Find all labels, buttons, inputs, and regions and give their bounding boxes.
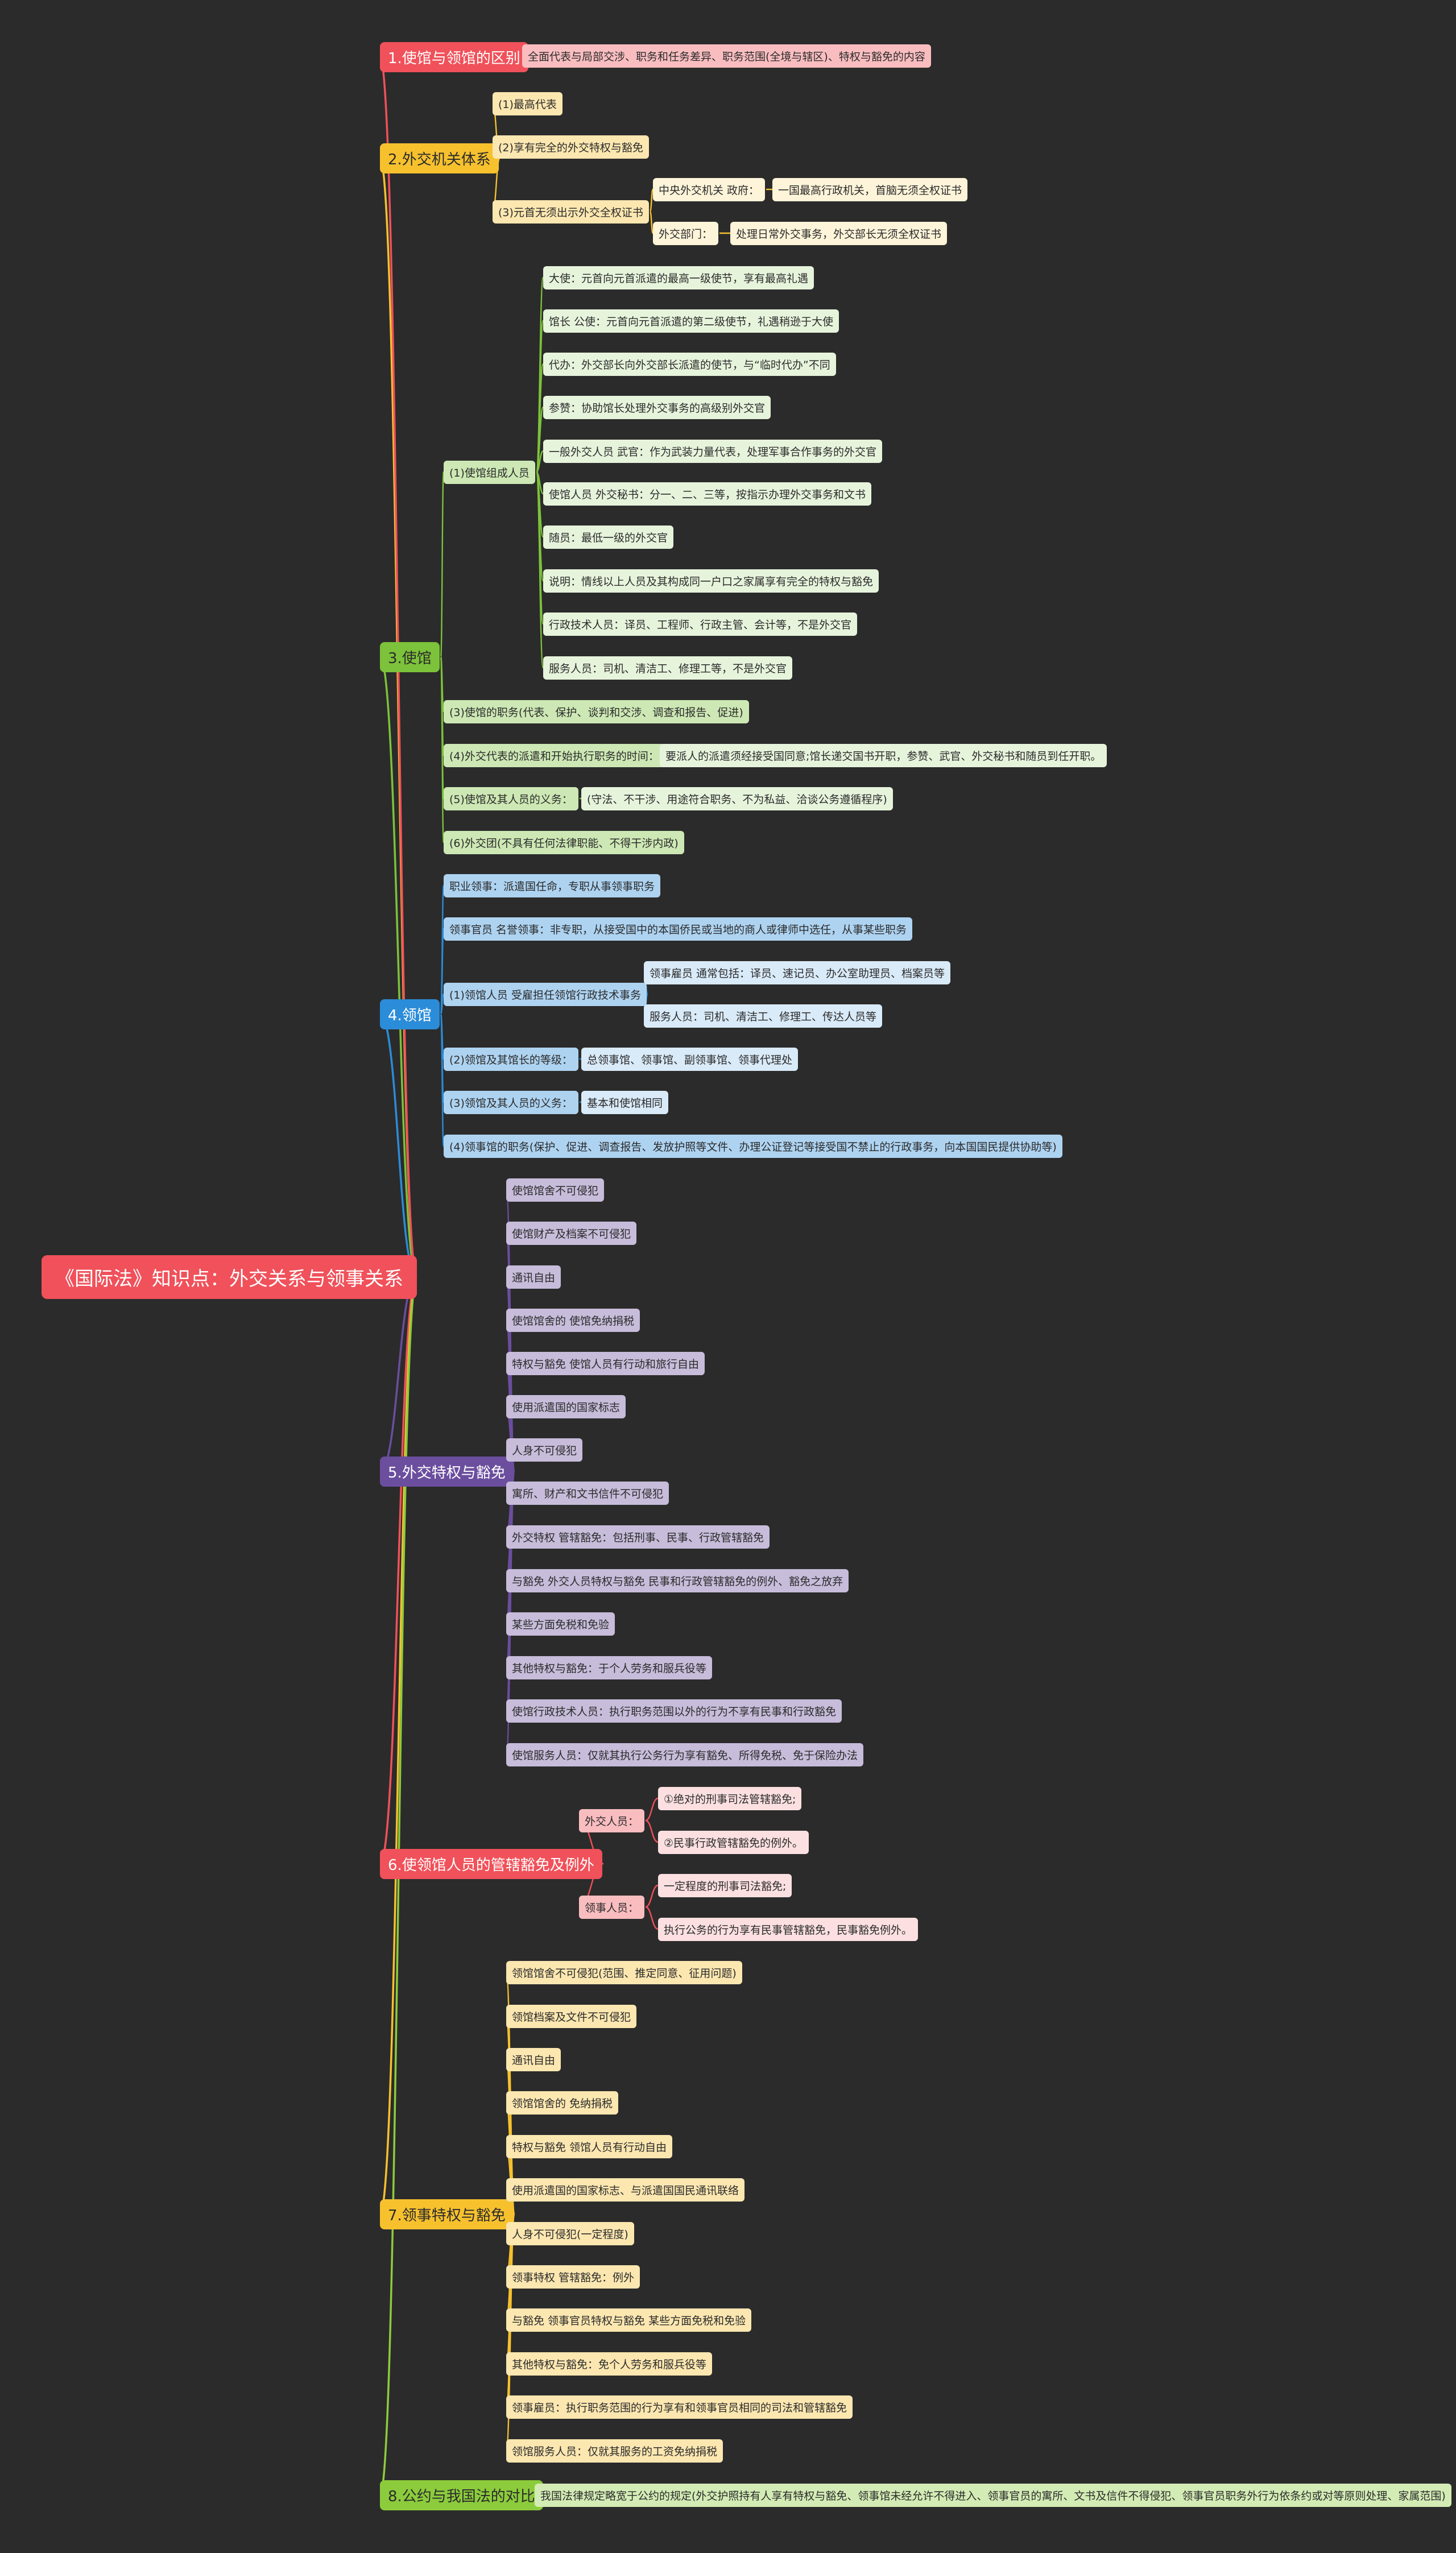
subtopic[interactable]: 外交特权 管辖豁免：包括刑事、民事、行政管辖豁免	[506, 1525, 770, 1549]
subtopic[interactable]: (1)最高代表	[493, 92, 562, 115]
detail-topic[interactable]: 中央外交机关 政府：	[653, 177, 766, 201]
root-topic[interactable]: 《国际法》知识点：外交关系与领事关系	[42, 1255, 417, 1299]
subtopic[interactable]: 其他特权与豁免：免个人劳务和服兵役等	[506, 2352, 713, 2376]
connector-line	[649, 210, 654, 234]
connector-line	[379, 1276, 418, 1865]
connector-line	[535, 471, 544, 669]
detail-topic[interactable]: 服务人员：司机、清洁工、修理工、传达人员等	[644, 1004, 883, 1028]
subtopic[interactable]: 领事人员：	[579, 1895, 645, 1919]
main-topic[interactable]: 4.领馆	[380, 999, 440, 1029]
subtopic[interactable]: 与豁免 外交人员特权与豁免 民事和行政管辖豁免的例外、豁免之放弃	[506, 1569, 849, 1592]
connector-line	[535, 450, 544, 473]
subtopic[interactable]: 使馆行政技术人员：执行职务范围以外的行为不享有民事和行政豁免	[506, 1699, 842, 1723]
detail-topic[interactable]: 基本和使馆相同	[581, 1090, 669, 1114]
subtopic[interactable]: (1)领馆人员 受雇担任领馆行政技术事务	[444, 982, 647, 1006]
subtopic[interactable]: 全面代表与局部交涉、职务和任务差异、职务范围(全境与辖区)、特权与豁免的内容	[522, 44, 931, 68]
subtopic[interactable]: 寓所、财产和文书信件不可侵犯	[506, 1481, 669, 1505]
subtopic[interactable]: 领馆馆舍不可侵犯(范围、推定同意、征用问题)	[506, 1960, 742, 1984]
subtopic[interactable]: 职业领事：派遣国任命，专职从事领事职务	[444, 874, 661, 897]
connector-line	[645, 1884, 659, 1908]
connector-line	[440, 1013, 445, 1147]
subtopic[interactable]: 领事特权 管辖豁免：例外	[506, 2265, 640, 2289]
subtopic[interactable]: 使用派遣国的国家标志	[506, 1395, 626, 1418]
subtopic[interactable]: (6)外交团(不具有任何法律职能、不得干涉内政)	[444, 830, 684, 854]
subtopic[interactable]: 人身不可侵犯(一定程度)	[506, 2221, 634, 2245]
main-topic[interactable]: 5.外交特权与豁免	[380, 1456, 514, 1487]
detail-topic[interactable]: 总领事馆、领事馆、副领事馆、领事代理处	[581, 1047, 799, 1071]
subtopic[interactable]: (3)使馆的职务(代表、保护、谈判和交涉、调查和报告、促进)	[444, 700, 749, 723]
subtopic[interactable]: 我国法律规定略宽于公约的规定(外交护照持有人享有特权与豁免、领事馆未经允许不得进…	[535, 2483, 1451, 2507]
connector-line	[649, 188, 654, 213]
connector-line	[440, 471, 445, 658]
detail-topic[interactable]: 随员：最低一级的外交官	[543, 525, 674, 549]
subtopic[interactable]: 某些方面免税和免验	[506, 1612, 615, 1636]
subtopic[interactable]: 领馆服务人员：仅就其服务的工资免纳捐税	[506, 2439, 723, 2463]
detail-topic[interactable]: 一定程度的刑事司法豁免;	[658, 1873, 792, 1897]
subtopic[interactable]: (4)领事馆的职务(保护、促进、调查报告、发放护照等文件、办理公证登记等接受国不…	[444, 1134, 1062, 1158]
subtopic[interactable]: 使馆馆舍不可侵犯	[506, 1178, 605, 1202]
subtopic[interactable]: 使馆服务人员：仅就其执行公务行为享有豁免、所得免税、免于保险办法	[506, 1743, 864, 1766]
connector-line	[379, 656, 418, 1278]
subtopic[interactable]: (4)外交代表的派遣和开始执行职务的时间：	[444, 743, 665, 767]
detail-topic[interactable]: 领事雇员 通常包括：译员、速记员、办公室助理员、档案员等	[644, 961, 951, 984]
main-topic[interactable]: 8.公约与我国法的对比	[380, 2480, 543, 2510]
subtopic[interactable]: 外交人员：	[579, 1809, 645, 1832]
subtopic[interactable]: 特权与豁免 领馆人员有行动自由	[506, 2134, 673, 2158]
subtopic[interactable]: 使用派遣国的国家标志、与派遣国国民通讯联络	[506, 2178, 745, 2202]
detail-topic[interactable]: 一般外交人员 武官：作为武装力量代表，处理军事合作事务的外交官	[543, 439, 883, 463]
subtopic[interactable]: 领事雇员：执行职务范围的行为享有和领事官员相同的司法和管辖豁免	[506, 2395, 853, 2419]
connector-line	[645, 1797, 659, 1822]
connector-line	[535, 406, 544, 473]
detail-topic[interactable]: ②民事行政管辖豁免的例外。	[658, 1830, 809, 1854]
subtopic[interactable]: (1)使馆组成人员	[444, 460, 535, 484]
detail-topic[interactable]: 执行公务的行为享有民事管辖豁免，民事豁免例外。	[658, 1917, 919, 1941]
connector-line	[440, 993, 445, 1015]
main-topic[interactable]: 6.使领馆人员的管辖豁免及例外	[380, 1848, 602, 1879]
subtopic[interactable]: (3)元首无须出示外交全权证书	[493, 200, 649, 224]
detail-topic[interactable]: 一国最高行政机关，首脑无须全权证书	[772, 177, 968, 201]
main-topic[interactable]: 1.使馆与领馆的区别	[380, 42, 528, 72]
subtopic[interactable]: (3)领馆及其人员的义务：	[444, 1090, 578, 1114]
detail-topic[interactable]: 参赞：协助馆长处理外交事务的高级别外交官	[543, 395, 771, 419]
detail-topic[interactable]: (守法、不干涉、用途符合职务、不为私益、洽谈公务遵循程序)	[581, 787, 893, 810]
connector-line	[645, 1819, 659, 1843]
detail-topic[interactable]: 大使：元首向元首派遣的最高一级使节，享有最高礼遇	[543, 266, 814, 289]
subtopic[interactable]: 特权与豁免 使馆人员有行动和旅行自由	[506, 1351, 705, 1375]
detail-topic[interactable]: 处理日常外交事务，外交部长无须全权证书	[730, 221, 948, 245]
subtopic[interactable]: 使馆馆舍的 使馆免纳捐税	[506, 1308, 640, 1332]
main-topic[interactable]: 3.使馆	[380, 642, 440, 672]
subtopic[interactable]: 其他特权与豁免：于个人劳务和服兵役等	[506, 1656, 713, 1679]
main-topic[interactable]: 7.领事特权与豁免	[380, 2199, 514, 2229]
detail-topic[interactable]: 使馆人员 外交秘书：分一、二、三等，按指示办理外交事务和文书	[543, 482, 872, 506]
subtopic[interactable]: 领馆档案及文件不可侵犯	[506, 2004, 637, 2028]
detail-topic[interactable]: 要派人的派遣须经接受国同意;馆长递交国书开职，参赞、武官、外交秘书和随员到任开职…	[660, 743, 1107, 767]
subtopic[interactable]: (2)领馆及其馆长的等级：	[444, 1047, 578, 1071]
subtopic[interactable]: 与豁免 领事官员特权与豁免 某些方面免税和免验	[506, 2308, 752, 2332]
connector-line	[379, 1276, 418, 2496]
connector-line	[645, 1906, 659, 1930]
subtopic[interactable]: (2)享有完全的外交特权与豁免	[493, 135, 649, 159]
subtopic[interactable]: 领事官员 名誉领事：非专职，从接受国中的本国侨民或当地的商人或律师中选任，从事某…	[444, 917, 913, 941]
detail-topic[interactable]: 说明：情线以上人员及其构成同一户口之家属享有完全的特权与豁免	[543, 569, 879, 593]
subtopic[interactable]: 人身不可侵犯	[506, 1438, 583, 1462]
connector-line	[440, 656, 445, 843]
detail-topic[interactable]: 代办：外交部长向外交部长派遣的使节，与“临时代办”不同	[543, 352, 836, 376]
detail-topic[interactable]: 馆长 公使：元首向元首派遣的第二级使节，礼遇稍逊于大使	[543, 309, 839, 333]
detail-topic[interactable]: 外交部门：	[653, 221, 719, 245]
detail-topic[interactable]: 行政技术人员：译员、工程师、行政主管、会计等，不是外交官	[543, 612, 858, 636]
detail-topic[interactable]: ①绝对的刑事司法管辖豁免;	[658, 1786, 802, 1810]
subtopic[interactable]: 通讯自由	[506, 2047, 561, 2071]
subtopic[interactable]: (5)使馆及其人员的义务：	[444, 787, 578, 810]
main-topic[interactable]: 2.外交机关体系	[380, 143, 499, 173]
subtopic[interactable]: 使馆财产及档案不可侵犯	[506, 1221, 637, 1245]
subtopic[interactable]: 领馆馆舍的 免纳捐税	[506, 2091, 619, 2115]
detail-topic[interactable]: 服务人员：司机、清洁工、修理工等，不是外交官	[543, 656, 793, 680]
subtopic[interactable]: 通讯自由	[506, 1265, 561, 1289]
connector-line	[379, 1276, 418, 2215]
